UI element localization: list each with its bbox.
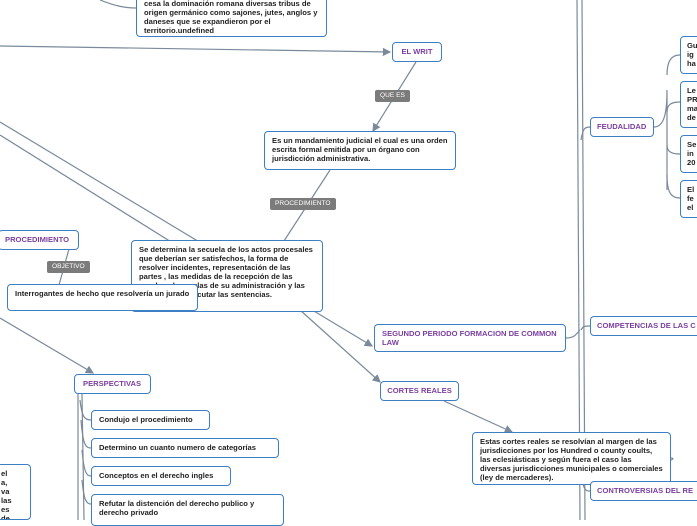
perspectiva-1-node[interactable]: Condujo el procedimiento bbox=[91, 410, 210, 430]
feudalidad-2-node[interactable]: Le PR ma de bbox=[680, 81, 697, 128]
connector-persp-3 bbox=[81, 449, 92, 477]
el-writ-node[interactable]: EL WRIT bbox=[392, 42, 442, 62]
cortes-definition-text: Estas cortes reales se resolvían al marg… bbox=[480, 437, 663, 482]
controversias-node[interactable]: CONTROVERSIAS DEL RE bbox=[590, 481, 697, 501]
interrogantes-node[interactable]: Interrogantes de hecho que resolvería un… bbox=[7, 284, 198, 311]
feudalidad-4-node[interactable]: El fe el bbox=[680, 180, 697, 218]
cortes-reales-title: CORTES REALES bbox=[387, 386, 452, 395]
connector-segundo bbox=[565, 329, 581, 339]
left-partial-node[interactable]: el a, va las es de bbox=[0, 464, 31, 520]
connector-feud-3 bbox=[666, 144, 681, 155]
objetivo-label: OBJETIVO bbox=[47, 261, 90, 273]
connector-persp-1 bbox=[79, 399, 92, 421]
germanic-text: cesa la dominación romana diversas tribu… bbox=[144, 0, 318, 35]
cortes-definition-node[interactable]: Estas cortes reales se resolvían al marg… bbox=[472, 432, 671, 485]
competencias-title: COMPETENCIAS DE LAS C bbox=[597, 321, 696, 330]
controversias-title: CONTROVERSIAS DEL RE bbox=[597, 486, 694, 495]
feudalidad-4-text: El fe el bbox=[687, 185, 695, 212]
writ-definition-text: Es un mandamiento judicial el cual es un… bbox=[272, 136, 448, 163]
connector-perspectivas bbox=[0, 317, 95, 374]
connector-persp-2 bbox=[80, 419, 92, 449]
segundo-periodo-title: SEGUNDO PERIODO FORMACION DE COMMON LAW bbox=[382, 329, 557, 347]
connector-feud-trunk bbox=[653, 89, 668, 190]
feudalidad-1-node[interactable]: Gu ig ha bbox=[680, 36, 697, 74]
connector-feudalidad bbox=[580, 126, 591, 141]
interrogantes-text: Interrogantes de hecho que resolvería un… bbox=[15, 289, 190, 298]
procedimiento-definition-text: Se determina la secuela de los actos pro… bbox=[139, 245, 313, 299]
connector-germanic bbox=[99, 0, 137, 9]
competencias-node[interactable]: COMPETENCIAS DE LAS C bbox=[590, 316, 697, 336]
perspectiva-3-text: Conceptos en el derecho ingles bbox=[99, 471, 214, 480]
perspectiva-2-node[interactable]: Determino un cuanto numero de categorías bbox=[91, 438, 279, 458]
perspectiva-3-node[interactable]: Conceptos en el derecho ingles bbox=[91, 466, 231, 486]
perspectiva-2-text: Determino un cuanto numero de categorías bbox=[99, 443, 256, 452]
segundo-periodo-node[interactable]: SEGUNDO PERIODO FORMACION DE COMMON LAW bbox=[374, 324, 566, 352]
perspectiva-4-node[interactable]: Refutar la distención del derecho public… bbox=[91, 494, 284, 526]
cortes-reales-node[interactable]: CORTES REALES bbox=[380, 381, 459, 401]
perspectiva-1-text: Condujo el procedimiento bbox=[99, 415, 193, 424]
que-es-label: QUE ES bbox=[375, 90, 410, 102]
procedimiento-title-node[interactable]: PROCEDIMIENTO bbox=[0, 230, 79, 250]
procedimiento-title: PROCEDIMIENTO bbox=[5, 235, 69, 244]
perspectiva-4-text: Refutar la distención del derecho public… bbox=[99, 499, 255, 517]
germanic-node[interactable]: cesa la dominación romana diversas tribu… bbox=[136, 0, 327, 37]
el-writ-title: EL WRIT bbox=[401, 47, 433, 56]
writ-definition-node[interactable]: Es un mandamiento judicial el cual es un… bbox=[264, 131, 456, 170]
connector-feud-1 bbox=[666, 54, 681, 76]
feudalidad-2-text: Le PR ma de bbox=[687, 86, 697, 122]
connector-persp-4 bbox=[81, 479, 92, 505]
connector-cortes bbox=[289, 300, 381, 383]
connector-el-writ bbox=[0, 45, 392, 57]
feudalidad-title: FEUDALIDAD bbox=[597, 122, 647, 131]
left-partial-text: el a, va las es de bbox=[1, 469, 12, 520]
feudalidad-node[interactable]: FEUDALIDAD bbox=[590, 117, 654, 137]
perspectivas-title: PERSPECTIVAS bbox=[83, 379, 142, 388]
connector-cortes-def bbox=[443, 400, 514, 433]
connector-competencias bbox=[580, 325, 591, 331]
feudalidad-3-node[interactable]: Se in 20 bbox=[680, 135, 697, 173]
perspectivas-node[interactable]: PERSPECTIVAS bbox=[74, 374, 151, 394]
feudalidad-1-text: Gu ig ha bbox=[687, 41, 697, 68]
connector-feud-4 bbox=[666, 174, 681, 199]
feudalidad-3-text: Se in 20 bbox=[687, 140, 697, 167]
connector-feud-2 bbox=[666, 101, 681, 113]
procedimiento-label: PROCEDIMIENTO bbox=[270, 198, 336, 210]
